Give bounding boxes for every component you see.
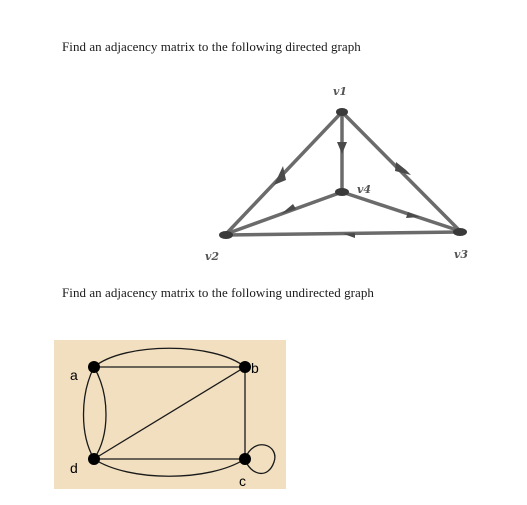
vertex-d: [88, 453, 100, 465]
edge-a-b-2: [93, 347, 246, 368]
label-v2: v2: [205, 250, 219, 263]
arrow-v2-v1: [274, 166, 286, 185]
vertex-a: [88, 361, 100, 373]
undirected-graph-figure: a b d c: [54, 340, 286, 489]
edge-a-d-2: [93, 366, 107, 460]
edge-b-d: [93, 366, 246, 460]
vertex-v3: [453, 228, 467, 236]
edge-a-d-1: [82, 366, 95, 460]
vertex-c: [239, 453, 251, 465]
question-undirected-graph: Find an adjacency matrix to the followin…: [62, 285, 374, 300]
label-v3: v3: [454, 248, 468, 261]
question-directed-graph: Find an adjacency matrix to the followin…: [62, 39, 361, 54]
arrow-v1-v3: [395, 162, 411, 175]
label-v4: v4: [357, 183, 371, 196]
vertex-b: [239, 361, 251, 373]
vertex-v4: [335, 188, 349, 196]
directed-graph-figure: v1 v4 v2 v3: [192, 80, 494, 266]
vertex-v2: [219, 231, 233, 239]
label-a: a: [70, 367, 78, 383]
label-b: b: [251, 360, 259, 376]
vertex-v1: [336, 108, 348, 116]
label-v1: v1: [333, 85, 347, 98]
edge-d-c-2: [93, 458, 246, 477]
label-c: c: [239, 473, 246, 489]
label-d: d: [70, 460, 78, 476]
arrow-v4-v2: [281, 204, 296, 214]
arrow-v1-v4: [337, 142, 347, 154]
arrow-v4-v3: [406, 212, 420, 218]
edge-c-loop: [244, 444, 276, 474]
edge-v4-v3: [340, 190, 462, 233]
arrow-v3-v2: [343, 233, 355, 238]
edge-v3-v2: [224, 230, 462, 237]
